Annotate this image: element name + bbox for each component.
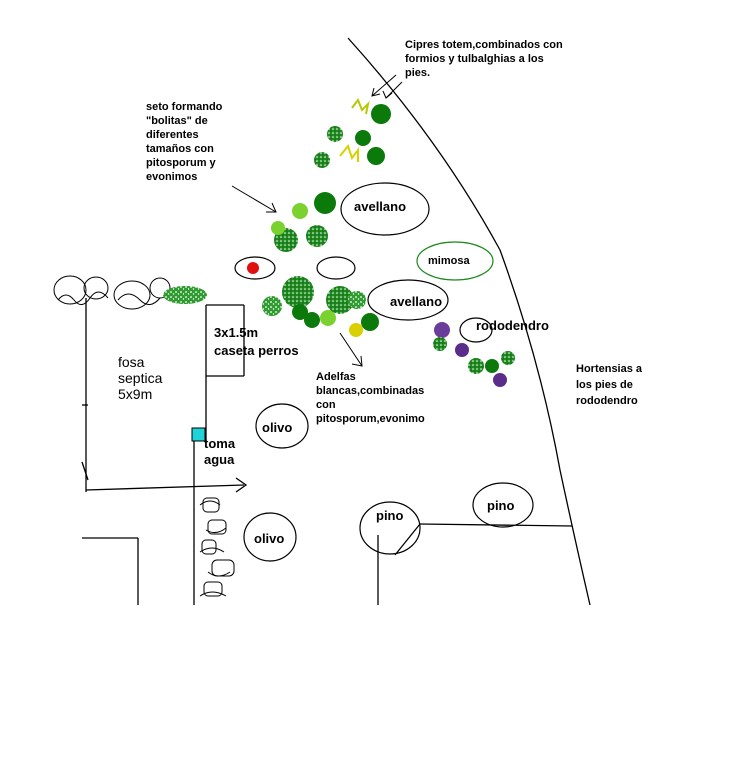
olivo-2-label: olivo xyxy=(254,531,285,546)
small-shrub-outline xyxy=(316,256,356,280)
hedge-left-scribble xyxy=(53,275,171,310)
path-arrow xyxy=(235,477,248,493)
water-tap-marker xyxy=(191,427,206,442)
red-plant xyxy=(247,262,259,274)
rododendro-outline xyxy=(459,317,493,343)
olivo-1-outline xyxy=(255,403,309,449)
south-boundary xyxy=(419,523,573,527)
house-wall-stub-2 xyxy=(81,461,89,481)
fosa-septica-label: fosa septica 5x9m xyxy=(118,354,163,402)
toma-agua-label: toma agua xyxy=(204,436,236,467)
hortensias-note: Hortensias a los pies de rododendro xyxy=(576,363,643,407)
adelfas-hedge xyxy=(262,276,379,337)
annotation-arrows xyxy=(231,74,403,367)
red-plant-outline xyxy=(234,256,276,280)
shrub-scribble xyxy=(57,291,161,305)
olivo-2-outline xyxy=(243,512,297,562)
property-boundaries xyxy=(81,37,591,606)
tree-outlines xyxy=(234,182,534,562)
pine-connector xyxy=(394,523,421,556)
seto-note: seto formando "bolitas" de diferentes ta… xyxy=(146,101,223,183)
shrub-outline xyxy=(83,276,109,300)
pino-2-label: pino xyxy=(487,498,515,513)
cipres-note: Cipres totem,combinados con formios y tu… xyxy=(405,39,563,79)
pino-1-label: pino xyxy=(376,508,404,523)
rododendro-label: rododendro xyxy=(476,318,549,333)
hedge-balls xyxy=(271,192,336,252)
adelfas-note: Adelfas blancas,combinadas con pitosporu… xyxy=(316,371,425,425)
avellano-1-outline xyxy=(340,182,430,236)
shrub-outline xyxy=(53,275,87,305)
avellano-1-label: avellano xyxy=(354,199,407,214)
lane-shrubs xyxy=(199,497,235,597)
olivo-1-label: olivo xyxy=(262,420,293,435)
hortensias-group xyxy=(433,322,515,387)
caseta-perros-label: 3x1.5m caseta perros xyxy=(214,325,299,358)
curved-boundary xyxy=(347,37,591,606)
cypress-group xyxy=(314,97,391,168)
pino-2-outline xyxy=(472,482,534,528)
pino-1-outline xyxy=(359,501,421,555)
arrow-cipres-1 xyxy=(371,74,397,97)
avellano-2-label: avellano xyxy=(390,294,443,309)
hedge-left-green xyxy=(163,286,207,304)
path-line xyxy=(85,484,245,491)
mimosa-outline xyxy=(416,241,494,281)
arrow-seto xyxy=(231,185,277,213)
avellano-2-outline xyxy=(367,279,449,321)
arrow-adelfas xyxy=(339,332,363,367)
shrub-outline xyxy=(113,280,151,310)
mimosa-label: mimosa xyxy=(428,255,470,267)
